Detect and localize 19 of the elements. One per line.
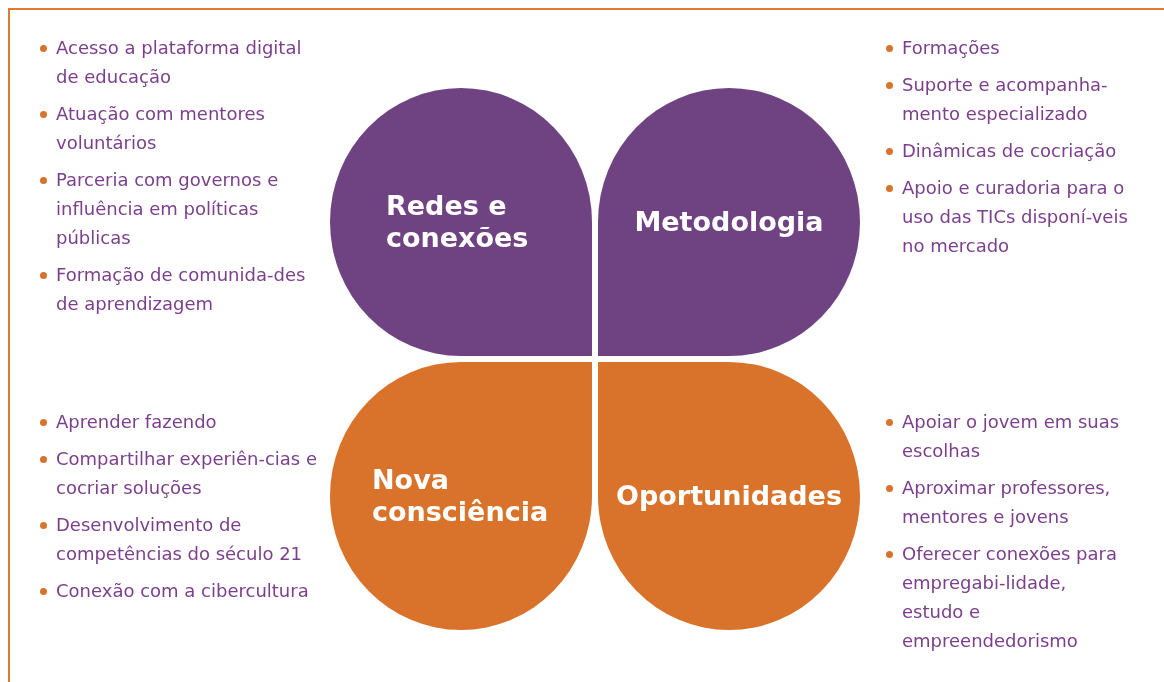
bullet-item: Aproximar professores, mentores e jovens bbox=[902, 473, 1127, 531]
petal-title: Metodologia bbox=[633, 206, 825, 238]
bullet-item: Aprender fazendo bbox=[56, 407, 326, 436]
bullet-item: Apoiar o jovem em suas escolhas bbox=[902, 407, 1127, 465]
bullet-item: Formação de comunida-des de aprendizagem bbox=[56, 260, 326, 318]
bullet-item: Apoio e curadoria para o uso das TICs disponí-veis no mercado bbox=[902, 173, 1152, 260]
bullet-item: Oferecer conexões para empregabi-lidade, estudo e empreendedorismo bbox=[902, 539, 1127, 655]
bullet-item: Acesso a plataforma digital de educação bbox=[56, 33, 326, 91]
bullet-item: Desenvolvimento de competências do século 21 bbox=[56, 510, 326, 568]
bullet-item: Suporte e acompanha-mento especializado bbox=[902, 70, 1152, 128]
bullet-item: Compartilhar experiên-cias e cocriar soluções bbox=[56, 444, 326, 502]
petal-title: Redes e conexões bbox=[386, 190, 530, 254]
bullet-item: Parceria com governos e influência em políticas públicas bbox=[56, 165, 326, 252]
bullet-item: Dinâmicas de cocriação bbox=[902, 136, 1152, 165]
bullet-item: Conexão com a cibercultura bbox=[56, 576, 326, 605]
bullet-item: Formações bbox=[902, 33, 1152, 62]
petal-title: Oportunidades bbox=[615, 480, 843, 512]
petal-title: Nova consciência bbox=[372, 464, 550, 528]
bullet-item: Atuação com mentores voluntários bbox=[56, 99, 326, 157]
